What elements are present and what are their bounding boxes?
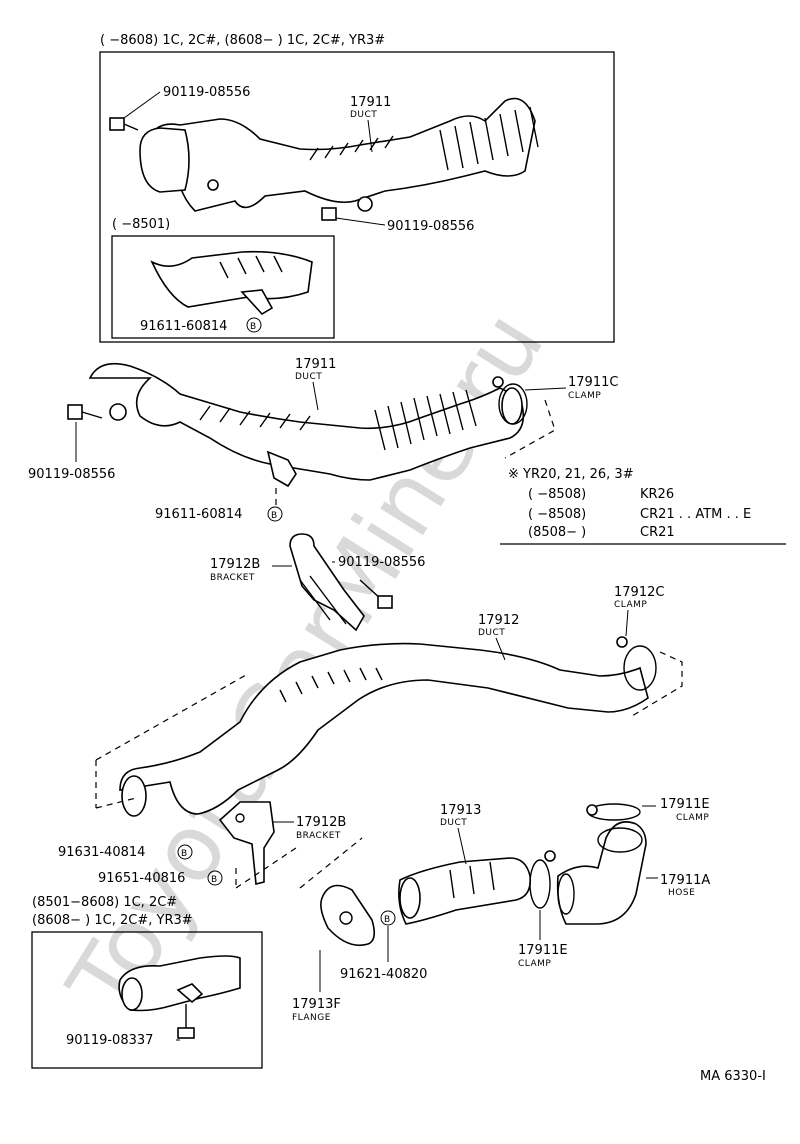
bottom-bolt bbox=[177, 1004, 195, 1039]
mid-duct-sub: DUCT bbox=[295, 372, 322, 382]
top-box-title: ( −8608) 1C, 2C#, (8608− ) 1C, 2C#, YR3# bbox=[100, 33, 385, 48]
bracket-lower-sub: BRACKET bbox=[296, 831, 341, 841]
clamp-e2-number: 17911E bbox=[518, 943, 568, 958]
bolt-91631-label: 91631-40814 bbox=[58, 845, 145, 860]
mid-bolt-a bbox=[67, 403, 127, 421]
duct-17912-number: 17912 bbox=[478, 613, 519, 628]
mid-duct-number: 17911 bbox=[295, 357, 336, 372]
clamp-e2-sub: CLAMP bbox=[518, 959, 551, 969]
hose-number: 17911A bbox=[660, 873, 710, 888]
clamp-17911e-lower bbox=[529, 850, 556, 909]
clamp-17912c-sub: CLAMP bbox=[614, 600, 647, 610]
bolt-91621-label: 91621-40820 bbox=[340, 967, 427, 982]
lower-bracket-top bbox=[289, 533, 365, 632]
note-line4b: CR21 bbox=[640, 525, 675, 540]
flange-sub: FLANGE bbox=[292, 1013, 331, 1023]
b-marker-1: B bbox=[181, 849, 188, 859]
top-duct-number: 17911 bbox=[350, 95, 391, 110]
top-duct-drawing bbox=[139, 97, 539, 212]
inner-b-marker: B bbox=[250, 322, 257, 332]
bracket-top-sub: BRACKET bbox=[210, 573, 255, 583]
duct-17913-drawing bbox=[398, 857, 532, 925]
b-marker-3: B bbox=[384, 915, 391, 925]
top-variant-box bbox=[99, 51, 615, 343]
top-bolt-a bbox=[109, 117, 139, 131]
inner-duct-drawing bbox=[150, 250, 313, 316]
bottom-box-title1: (8501−8608) 1C, 2C# bbox=[32, 895, 177, 910]
bottom-bolt-label: 90119-08337 bbox=[66, 1033, 153, 1048]
note-line3b: CR21 . . ATM . . E bbox=[640, 507, 751, 522]
clamp-17911e-upper bbox=[586, 803, 641, 821]
clamp-e1-sub: CLAMP bbox=[676, 813, 709, 823]
note-line2a: ( −8508) bbox=[528, 487, 586, 502]
bottom-duct-drawing bbox=[118, 955, 241, 1012]
mid-clamp-sub: CLAMP bbox=[568, 391, 601, 401]
bracket-top-number: 17912B bbox=[210, 557, 260, 572]
mid-clamp-17911c bbox=[492, 376, 528, 425]
note-line4a: (8508− ) bbox=[528, 525, 586, 540]
note-line3a: ( −8508) bbox=[528, 507, 586, 522]
mid-b-marker: B bbox=[271, 511, 278, 521]
clamp-17912c-number: 17912C bbox=[614, 585, 664, 600]
bottom-box-title2: (8608− ) 1C, 2C#, YR3# bbox=[32, 913, 193, 928]
mid-bolt-a-label: 90119-08556 bbox=[28, 467, 115, 482]
clamp-e1-number: 17911E bbox=[660, 797, 710, 812]
hose-sub: HOSE bbox=[668, 888, 695, 898]
top-bolt-b-label: 90119-08556 bbox=[387, 219, 474, 234]
inner-bolt-label: 91611-60814 bbox=[140, 319, 227, 334]
bolt-top-label: 90119-08556 bbox=[338, 555, 425, 570]
mid-bracket bbox=[266, 450, 297, 488]
hose-17911a bbox=[556, 821, 647, 925]
duct-17913-sub: DUCT bbox=[440, 818, 467, 828]
duct-17913-number: 17913 bbox=[440, 803, 481, 818]
duct-17912-drawing bbox=[119, 642, 649, 817]
drawing-code: MA 6330-I bbox=[700, 1069, 766, 1084]
top-bolt-b bbox=[321, 196, 373, 221]
bracket-lower-number: 17912B bbox=[296, 815, 346, 830]
mid-bolt-b-label: 91611-60814 bbox=[155, 507, 242, 522]
flange-number: 17913F bbox=[292, 997, 341, 1012]
bottom-variant-box bbox=[31, 931, 263, 1069]
top-duct-sub: DUCT bbox=[350, 110, 377, 120]
b-marker-2: B bbox=[211, 875, 218, 885]
lower-bolt-top bbox=[359, 579, 393, 609]
duct-17912-sub: DUCT bbox=[478, 628, 505, 638]
clamp-17912c bbox=[616, 636, 657, 691]
flange-17913f bbox=[320, 884, 376, 947]
mid-clamp-number: 17911C bbox=[568, 375, 618, 390]
inner-box-title: ( −8501) bbox=[112, 217, 170, 232]
applicability-note: ※ YR20, 21, 26, 3# ( −8508) KR26 ( −8508… bbox=[500, 467, 786, 545]
bracket-17912b-lower bbox=[218, 801, 275, 886]
inner-variant-box bbox=[111, 235, 335, 339]
note-line1: ※ YR20, 21, 26, 3# bbox=[508, 467, 634, 482]
bolt-91651-label: 91651-40816 bbox=[98, 871, 185, 886]
note-line2b: KR26 bbox=[640, 487, 674, 502]
top-bolt-a-label: 90119-08556 bbox=[163, 85, 250, 100]
